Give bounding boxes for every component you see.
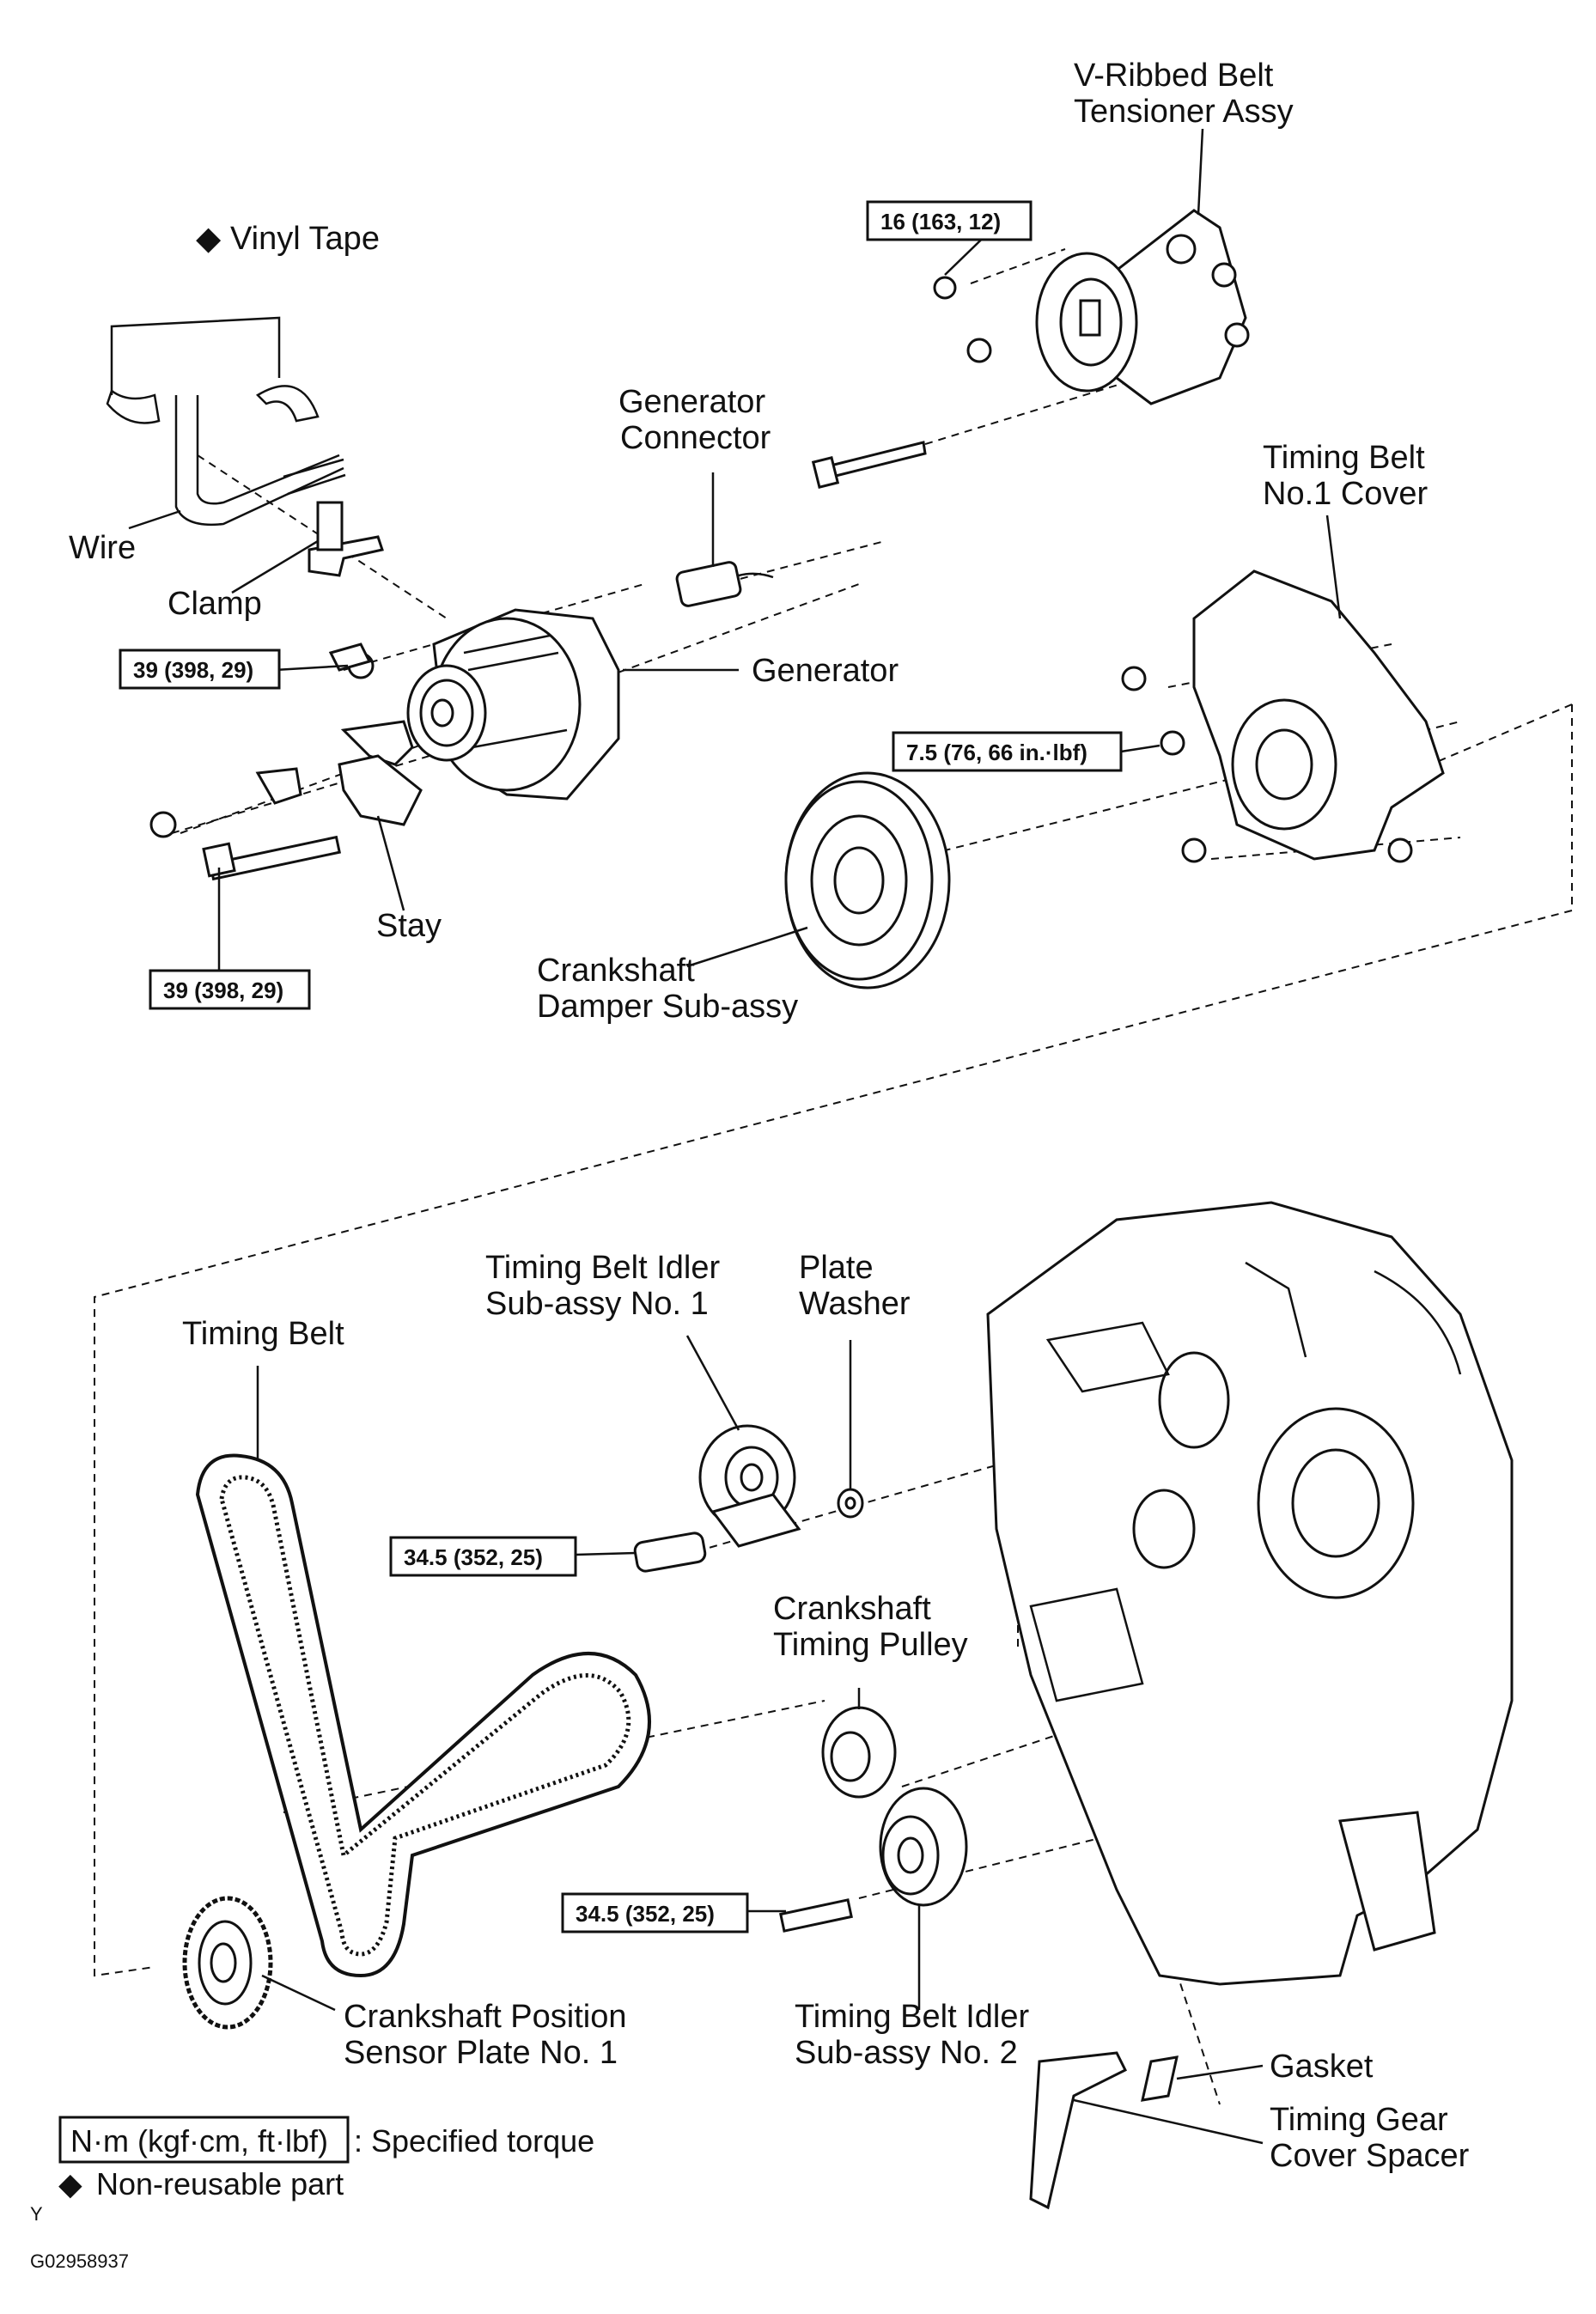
crankshaft-sensor-plate-part (182, 1896, 273, 2030)
svg-text:34.5 (352, 25): 34.5 (352, 25) (576, 1901, 715, 1927)
gasket-and-spacer-part (1029, 2051, 1179, 2210)
svg-text:34.5 (352, 25): 34.5 (352, 25) (404, 1544, 543, 1570)
figure-code: G02958937 (30, 2250, 129, 2272)
crankshaft-damper-part (784, 771, 951, 990)
vribbed-belt-tensioner-part (811, 209, 1250, 490)
wire-label: Wire (69, 530, 136, 566)
legend-unit-box (58, 2116, 350, 2164)
svg-text:39 (398, 29): 39 (398, 29) (133, 657, 253, 683)
svg-text:16 (163, 12): 16 (163, 12) (880, 209, 1001, 234)
stay-and-bolts-part (149, 754, 423, 881)
generator-label: Generator (752, 653, 899, 689)
engine-block-part (986, 1201, 1514, 1986)
clamp-label: Clamp (168, 586, 262, 622)
torque-box-idler-no2: 34.5 (352, 25) (561, 1892, 749, 1933)
torque-box-cover: 7.5 (76, 66 in.·lbf) (892, 731, 1123, 772)
timing-belt-label: Timing Belt (182, 1316, 344, 1352)
crankshaft-timing-pulley-part (821, 1706, 897, 1799)
svg-text:7.5 (76, 66 in.·lbf): 7.5 (76, 66 in.·lbf) (906, 740, 1087, 765)
y-marker: Y (30, 2203, 43, 2225)
legend: N·m (kgf·cm, ft·lbf) : Specified torque … (30, 2116, 594, 2272)
legend-diamond-icon: ◆ (58, 2166, 82, 2201)
svg-text:39 (398, 29): 39 (398, 29) (163, 977, 283, 1003)
torque-box-generator-upper: 39 (398, 29) (119, 649, 281, 690)
torque-box-generator-lower: 39 (398, 29) (149, 969, 311, 1010)
gasket-label: Gasket (1270, 2049, 1374, 2085)
nonreusable-diamond-icon: ◆ (196, 221, 222, 257)
wire-harness-part (106, 316, 384, 577)
timing-belt-part (195, 1453, 651, 1978)
legend-unit-description: : Specified torque (354, 2123, 594, 2159)
timing-belt-idler-no2-part (779, 1787, 968, 1933)
generator-part (328, 608, 620, 801)
vinyl-tape-label: ◆ Vinyl Tape (196, 221, 380, 257)
timing-belt-no1-cover-part (1121, 569, 1445, 863)
legend-nonreusable-text: Non-reusable part (96, 2166, 344, 2201)
torque-box-idler-no1: 34.5 (352, 25) (389, 1536, 577, 1577)
generator-connector-part (675, 561, 774, 607)
timing-belt-idler-no1-part (633, 1424, 864, 1573)
torque-box-tensioner: 16 (163, 12) (866, 200, 1033, 241)
leader-lines (128, 128, 1342, 2145)
stay-label: Stay (376, 908, 442, 944)
legend-unit-text: N·m (kgf·cm, ft·lbf) (70, 2123, 328, 2159)
svg-text:Vinyl Tape: Vinyl Tape (230, 221, 380, 257)
